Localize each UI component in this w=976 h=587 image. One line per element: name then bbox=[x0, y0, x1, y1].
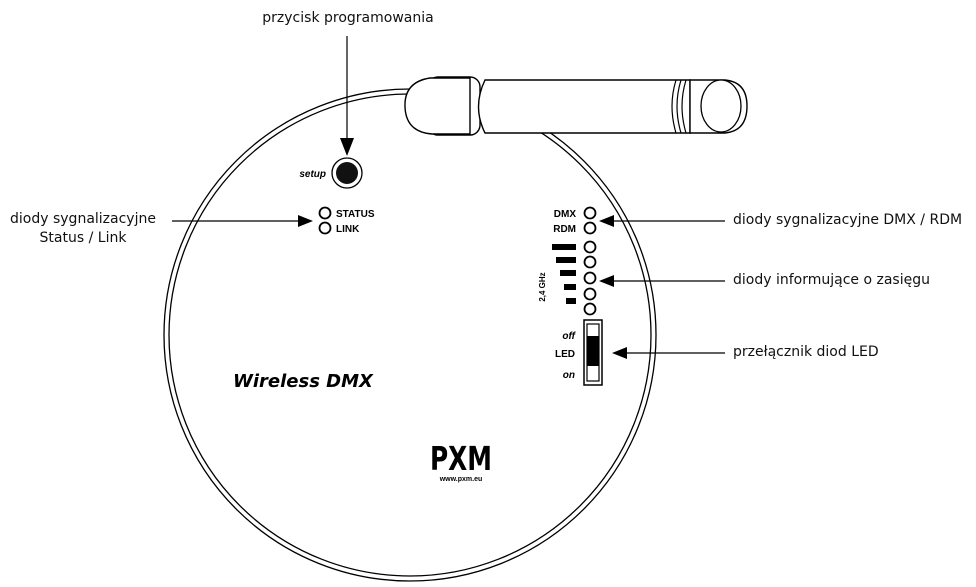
status-led bbox=[318, 206, 332, 220]
signal-bar-3 bbox=[560, 270, 576, 276]
signal-bar-5 bbox=[566, 298, 576, 304]
arrow-head-dmx-rdm bbox=[599, 215, 614, 227]
rdm-led bbox=[583, 221, 597, 235]
range-led-3 bbox=[583, 271, 597, 285]
callout-programming-button: przycisk programowania bbox=[262, 10, 434, 26]
switch-off-label: off bbox=[562, 331, 576, 342]
status-link-leds: STATUS LINK bbox=[318, 206, 375, 235]
logo-text: PXM bbox=[430, 439, 492, 478]
switch-on-label: on bbox=[563, 370, 575, 381]
callout-led-switch: przełącznik diod LED bbox=[733, 344, 879, 360]
setup-label: setup bbox=[299, 169, 326, 180]
range-led-1 bbox=[583, 240, 597, 254]
link-led bbox=[318, 221, 332, 235]
range-led-4 bbox=[583, 287, 597, 301]
antenna bbox=[404, 76, 748, 136]
callout-status-link-line1: diody sygnalizacyjne bbox=[10, 211, 156, 227]
setup-button[interactable] bbox=[336, 162, 358, 184]
callout-lines bbox=[172, 36, 725, 359]
range-indicator: 2,4 GHz bbox=[538, 240, 597, 316]
dmx-led bbox=[583, 206, 597, 220]
setup-button-group: setup bbox=[299, 157, 363, 189]
pxm-logo: PXM www.pxm.eu bbox=[430, 439, 492, 483]
product-name: Wireless DMX bbox=[233, 371, 374, 392]
range-led-5 bbox=[583, 302, 597, 316]
band-label: 2,4 GHz bbox=[538, 272, 547, 301]
link-label: LINK bbox=[336, 224, 360, 235]
switch-knob[interactable] bbox=[587, 336, 599, 366]
signal-bar-1 bbox=[552, 244, 576, 250]
callout-range: diody informujące o zasięgu bbox=[733, 272, 930, 288]
signal-bar-4 bbox=[564, 284, 576, 290]
range-led-2 bbox=[583, 255, 597, 269]
dmx-label: DMX bbox=[554, 209, 577, 220]
arrow-head-status-link bbox=[298, 215, 313, 227]
callout-dmx-rdm: diody sygnalizacyjne DMX / RDM bbox=[733, 212, 963, 228]
device-body bbox=[163, 88, 657, 582]
rdm-label: RDM bbox=[553, 224, 576, 235]
arrow-head-range bbox=[599, 275, 614, 287]
dmx-rdm-leds: DMX RDM bbox=[553, 206, 597, 235]
led-switch[interactable]: off LED on bbox=[555, 319, 603, 386]
status-label: STATUS bbox=[336, 209, 375, 220]
arrow-head-led-switch bbox=[612, 347, 627, 359]
signal-bar-2 bbox=[556, 257, 576, 263]
arrow-head-programming bbox=[340, 138, 354, 156]
callout-status-link-line2: Status / Link bbox=[39, 230, 127, 246]
logo-website: www.pxm.eu bbox=[439, 476, 483, 483]
switch-led-label: LED bbox=[555, 349, 575, 360]
